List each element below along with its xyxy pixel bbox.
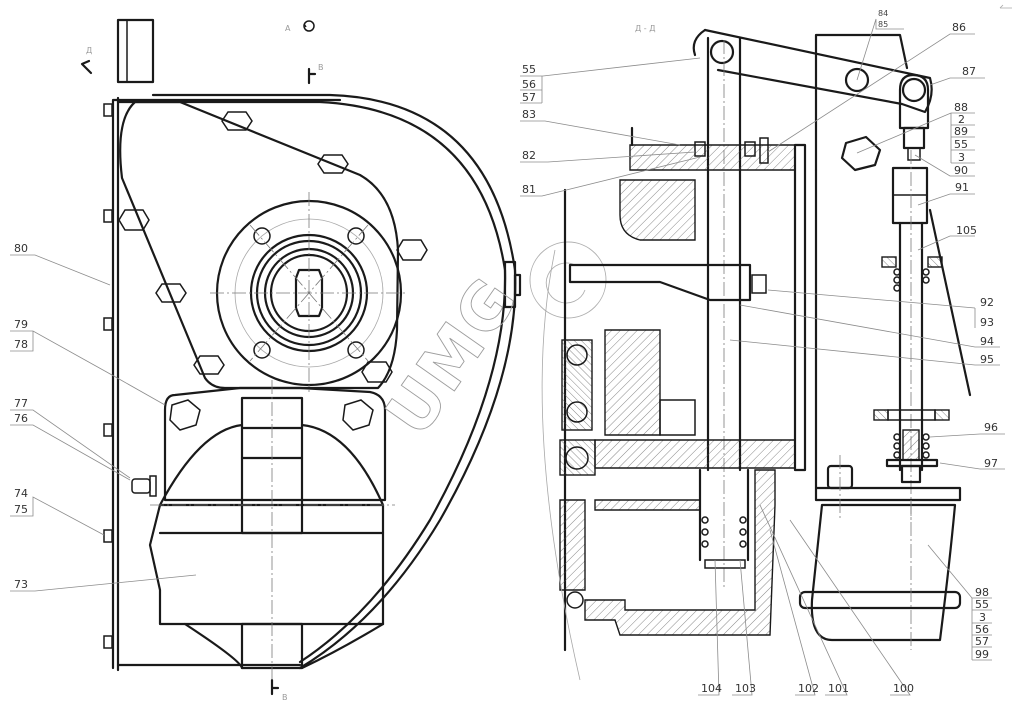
gear-case [584,469,776,636]
side-arrow-icon [80,59,93,75]
callout-102: 102 [798,682,819,695]
callout-103: 103 [735,682,756,695]
callout-3: 3 [958,151,965,164]
top-housing-flange [629,144,796,171]
section-arrow-bottom-icon [270,678,280,696]
view-arrow-tip-icon [303,23,307,28]
callout-105: 105 [956,224,977,237]
side-bolts [103,103,113,649]
callout-86: 86 [952,21,966,34]
rod-nut [900,464,922,484]
callouts: 80 79 78 77 76 74 75 73 55 56 57 83 82 8… [10,9,1005,696]
right-section-view: Д - Д [541,24,972,681]
callout-57: 57 [522,91,536,104]
motor-base-plate [814,168,962,502]
callout-100: 100 [893,682,914,695]
callout-87: 87 [962,65,976,78]
outer-cover [151,93,517,670]
side-mark-d: Д [86,46,92,55]
callout-78: 78 [14,338,28,351]
callout-90: 90 [954,164,968,177]
main-vertical-shaft [706,36,742,472]
lever-middle-pin [844,67,870,93]
corner-mark-icon [999,4,1012,9]
lever-arm [703,28,933,114]
tension-bolt [131,478,151,494]
upper-spring [893,268,930,292]
callout-55-bottom: 55 [975,598,989,611]
callout-57-bottom: 57 [975,635,989,648]
shaft-hex-socket [294,268,324,318]
callout-55-right: 55 [954,138,968,151]
upper-casting [619,179,696,241]
motor-body [148,503,385,626]
frame-plate [111,96,342,672]
gearbox-housing [119,100,400,390]
shift-fork [568,263,752,302]
view-arrow-circle-icon [303,20,315,32]
callout-95: 95 [980,353,994,366]
callout-93: 93 [980,316,994,329]
housing-hex-bolts [118,111,428,383]
callout-80: 80 [14,242,28,255]
motor-mount-plate [163,386,387,502]
callout-56: 56 [522,78,536,91]
clevis-end [898,73,930,130]
left-view: A B Д B [80,18,522,702]
bracket-block [814,33,909,172]
callout-101: 101 [828,682,849,695]
lever-pivot-pin [709,39,735,65]
callout-74: 74 [14,487,28,500]
callout-55: 55 [522,63,536,76]
callout-89: 89 [954,125,968,138]
callout-99: 99 [975,648,989,661]
callout-92: 92 [980,296,994,309]
callout-3-bottom: 3 [979,611,986,624]
hex-plug-icon [840,135,882,172]
callout-83: 83 [522,108,536,121]
spring-cup [704,559,746,569]
callout-73: 73 [14,578,28,591]
bearings [559,339,596,476]
bottom-spring [893,433,930,459]
view-mark-a: A [285,24,291,33]
fork-screw [751,274,767,294]
callout-56-bottom: 56 [975,623,989,636]
callout-91: 91 [955,181,969,194]
motor-housing [810,503,957,642]
callout-85: 85 [878,20,888,29]
callout-75: 75 [14,503,28,516]
callout-98: 98 [975,586,989,599]
mount-bolt-right [342,399,374,431]
top-bracket [116,18,155,84]
lower-housing-plate [594,439,796,469]
callout-76: 76 [14,412,28,425]
callout-96: 96 [984,421,998,434]
adjusting-rod [898,221,924,472]
callout-79: 79 [14,318,28,331]
callout-82: 82 [522,149,536,162]
callout-104: 104 [701,682,722,695]
callout-77: 77 [14,397,28,410]
callout-84: 84 [878,9,888,18]
callout-88: 88 [954,101,968,114]
flange [210,192,408,392]
lower-spring [701,516,747,548]
section-title: Д - Д [635,24,655,33]
callout-97: 97 [984,457,998,470]
flange-screw [759,137,769,164]
callout-81: 81 [522,183,536,196]
section-mark-b-bottom: B [282,693,288,702]
mount-bolt-left [169,399,201,431]
section-mark-b-top: B [318,63,324,72]
watermark-logo-icon [529,241,607,319]
middle-casting [604,329,661,436]
callout-2: 2 [958,113,965,126]
section-arrow-top-icon [307,67,317,85]
callout-94: 94 [980,335,994,348]
